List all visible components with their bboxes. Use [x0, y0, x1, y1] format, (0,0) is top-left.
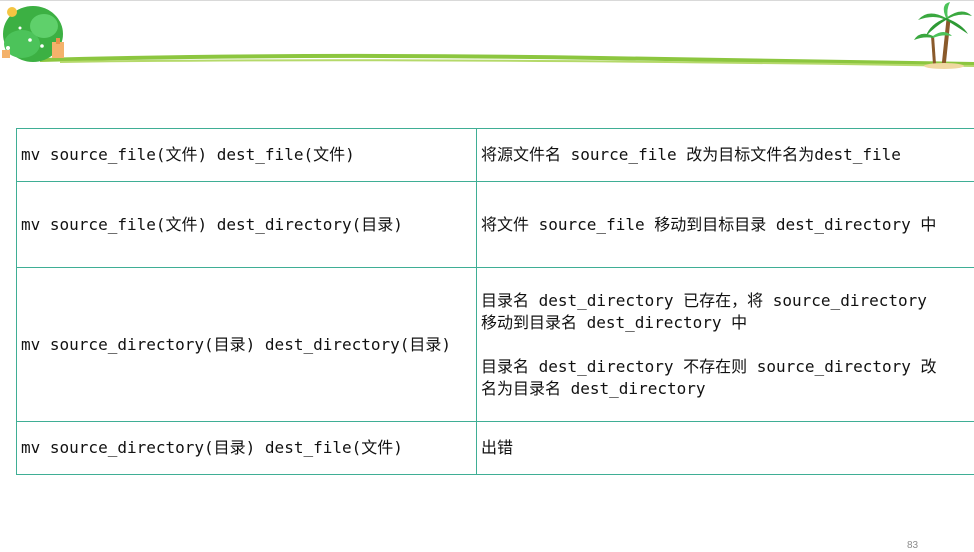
description-cell: 出错	[476, 421, 974, 475]
description-cell: 将文件 source_file 移动到目标目录 dest_directory 中	[476, 181, 974, 268]
table-row: mv source_file(文件) dest_file(文件) 将源文件名 s…	[16, 128, 974, 182]
header-swoosh-line	[39, 53, 974, 66]
mv-command-table: mv source_file(文件) dest_file(文件) 将源文件名 s…	[16, 128, 974, 475]
description-line: 名为目录名 dest_directory	[481, 378, 706, 398]
description-cell: 将源文件名 source_file 改为目标文件名为dest_file	[476, 128, 974, 182]
page-number: 83	[907, 540, 919, 551]
command-cell: mv source_directory(目录) dest_file(文件)	[16, 421, 477, 475]
tree-bush-icon	[2, 6, 64, 62]
table-row: mv source_directory(目录) dest_directory(目…	[16, 267, 974, 422]
palm-tree-icon	[914, 2, 972, 69]
description-line: 目录名 dest_directory 已存在，将 source_director…	[481, 290, 927, 310]
description-cell: 目录名 dest_directory 已存在，将 source_director…	[476, 267, 974, 422]
description-line: 目录名 dest_directory 不存在则 source_directory…	[481, 356, 937, 376]
table-row: mv source_directory(目录) dest_file(文件) 出错	[16, 421, 974, 475]
description-line: 将源文件名 source_file 改为目标文件名为dest_file	[481, 145, 901, 164]
description-line: 移动到目录名 dest_directory 中	[481, 312, 748, 332]
header-decoration	[2, 2, 974, 69]
top-border-line	[0, 0, 974, 1]
description-line: 出错	[481, 438, 514, 457]
command-cell: mv source_directory(目录) dest_directory(目…	[16, 267, 477, 422]
description-line: 将文件 source_file 移动到目标目录 dest_directory 中	[481, 214, 937, 234]
table-row: mv source_file(文件) dest_directory(目录) 将文…	[16, 181, 974, 268]
description-spacer	[481, 334, 974, 356]
command-cell: mv source_file(文件) dest_directory(目录)	[16, 181, 477, 268]
command-cell: mv source_file(文件) dest_file(文件)	[16, 128, 477, 182]
